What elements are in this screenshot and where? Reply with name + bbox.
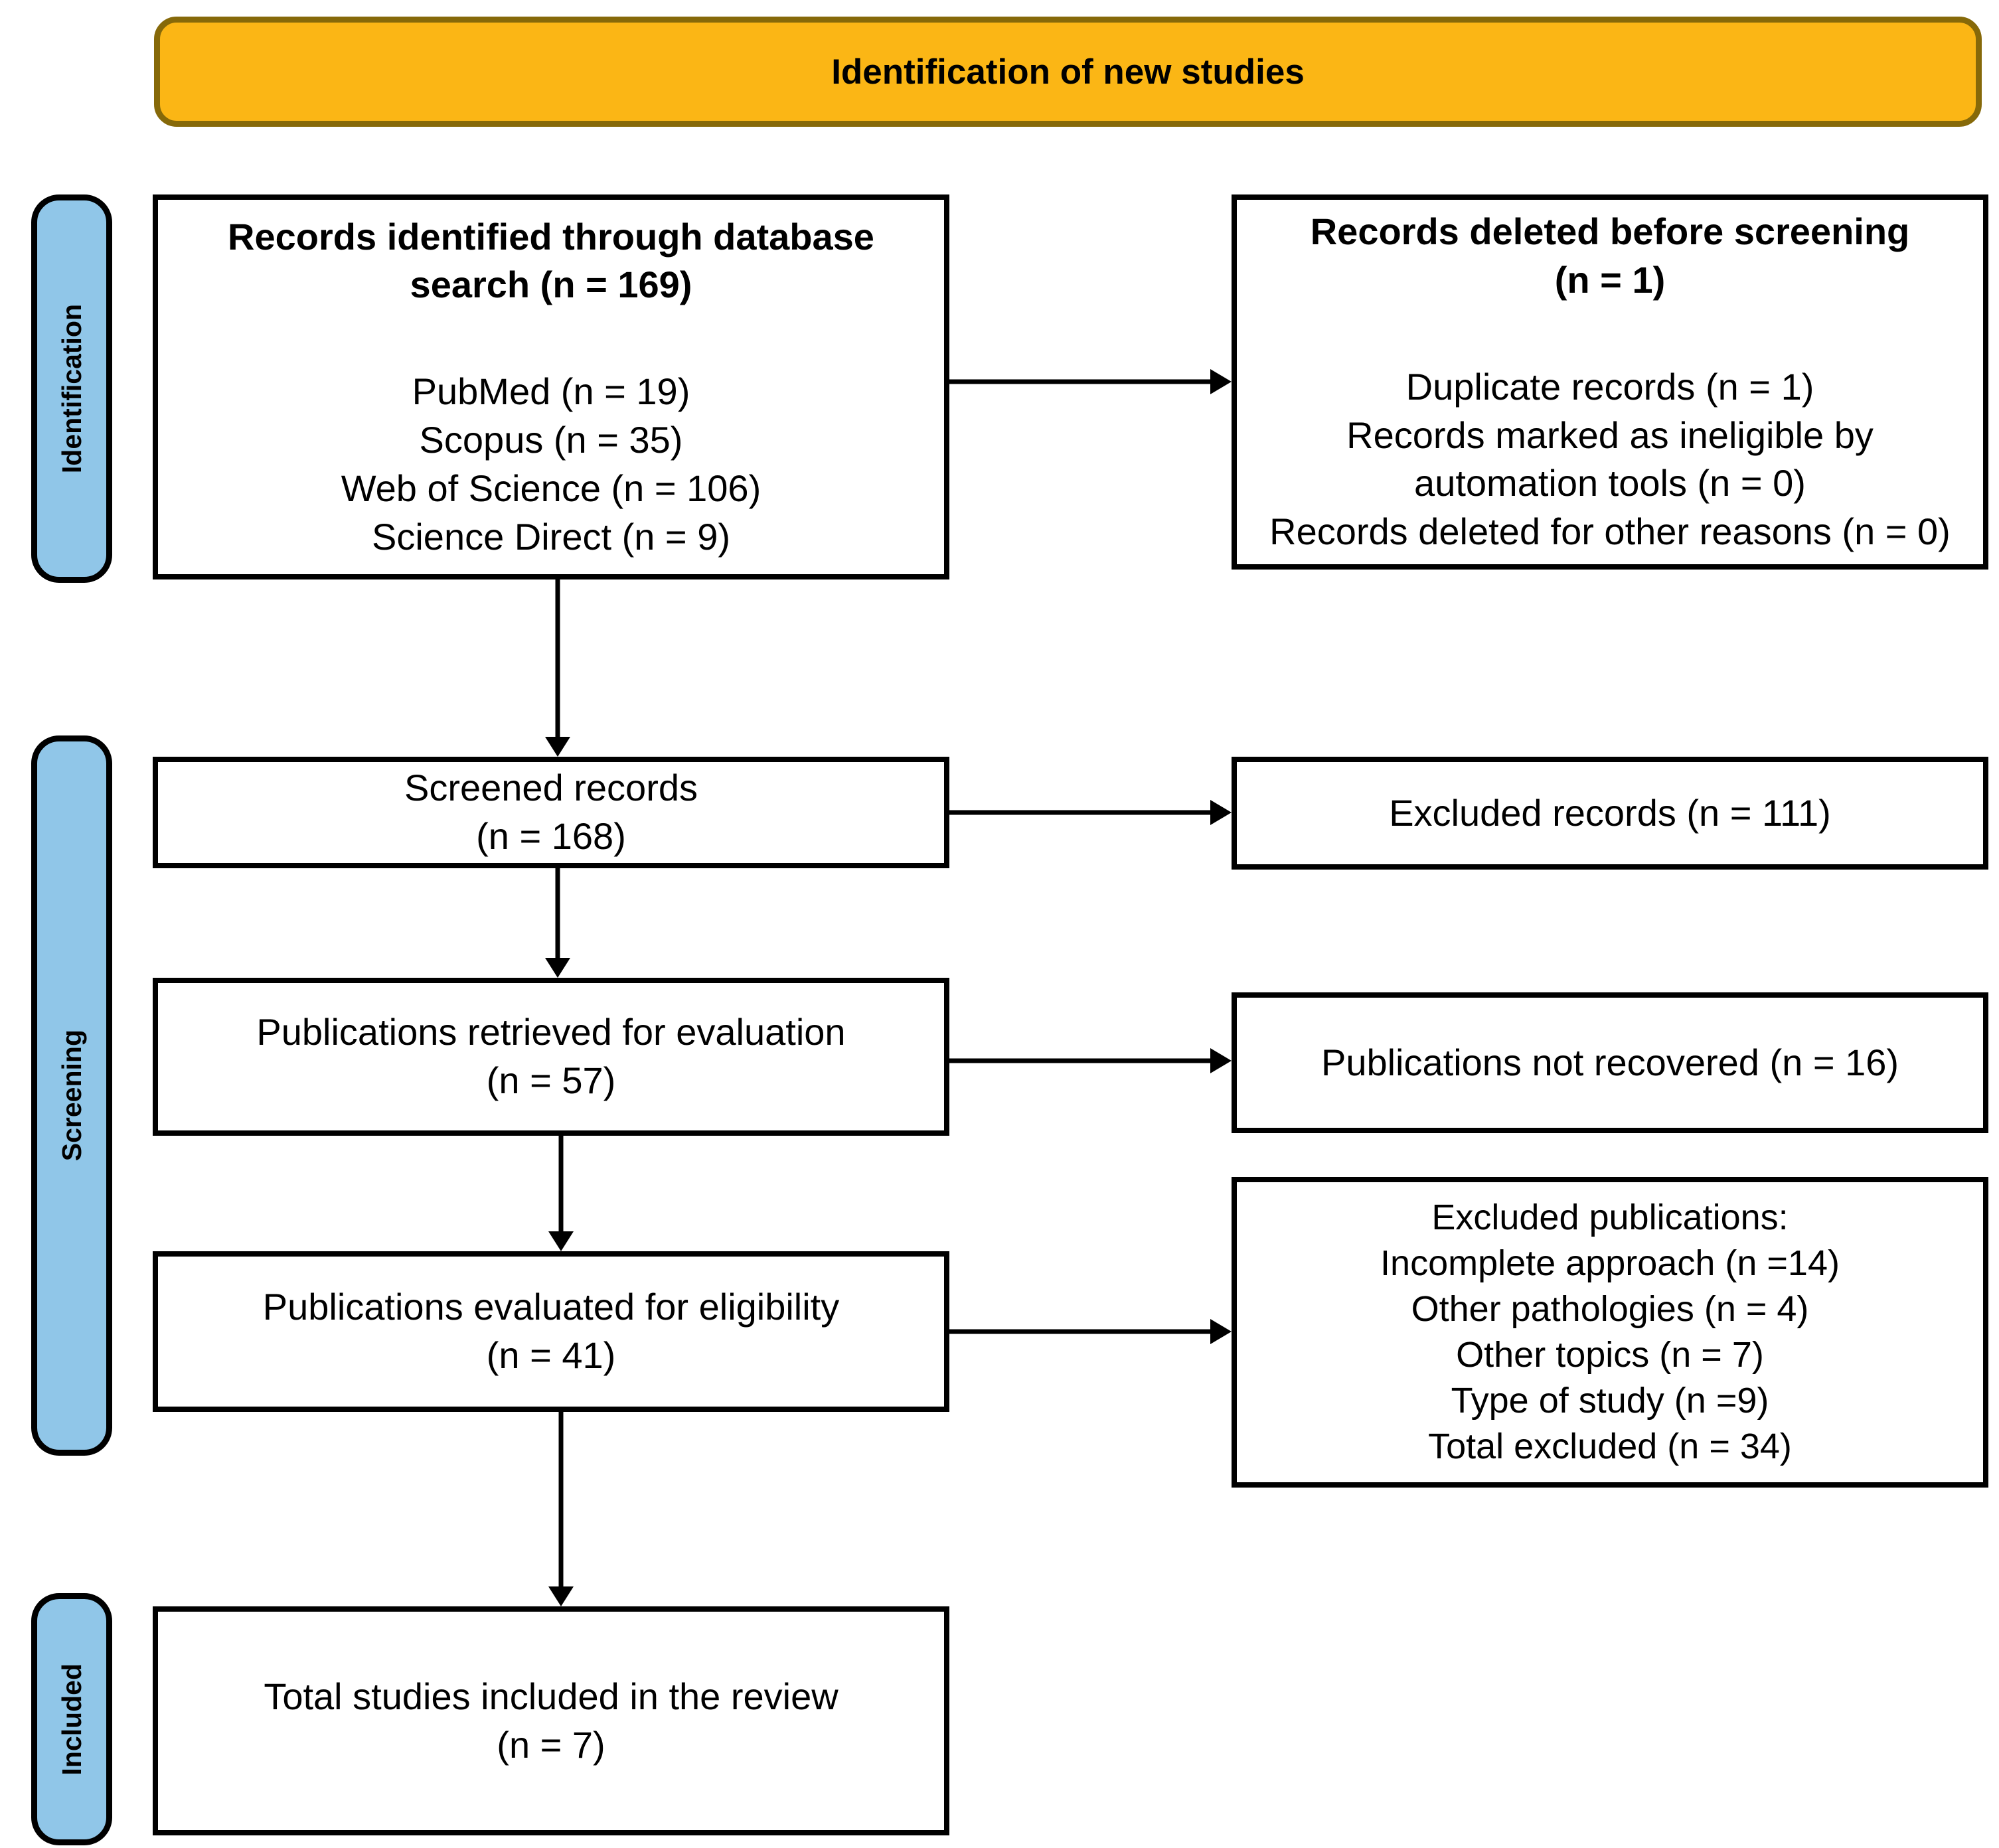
arrow-right-head xyxy=(1210,1319,1232,1344)
arrow-screened-to-excluded xyxy=(949,793,1232,832)
box-excluded-publications: Excluded publications: Incomplete approa… xyxy=(1232,1177,1988,1488)
box-excluded-publications-line: Type of study (n =9) xyxy=(1451,1381,1769,1421)
box-excluded-records: Excluded records (n = 111) xyxy=(1232,757,1988,870)
box-excluded-publications-line: Other topics (n = 7) xyxy=(1456,1335,1764,1375)
arrow-screened-to-retrieved xyxy=(538,868,578,978)
box-publications-evaluated-line: Publications evaluated for eligibility xyxy=(262,1286,840,1328)
box-publications-retrieved: Publications retrieved for evaluation (n… xyxy=(153,978,949,1136)
arrow-evaluated-to-included xyxy=(541,1412,581,1606)
box-records-deleted-title-line: Records deleted before screening xyxy=(1310,210,1910,253)
arrow-retrieved-to-not-recovered xyxy=(949,1041,1232,1081)
box-records-deleted-item: Records marked as ineligible by xyxy=(1346,414,1874,456)
arrow-down-head xyxy=(545,737,570,757)
arrow-down-head xyxy=(548,1231,574,1251)
box-excluded-publications-line: Incomplete approach (n =14) xyxy=(1380,1243,1840,1283)
box-excluded-publications-line: Excluded publications: xyxy=(1431,1197,1789,1237)
arrow-identified-to-deleted xyxy=(949,362,1232,402)
box-excluded-publications-line: Other pathologies (n = 4) xyxy=(1411,1288,1809,1329)
arrow-right-head xyxy=(1210,369,1232,394)
box-total-studies-included: Total studies included in the review (n … xyxy=(153,1606,949,1835)
arrow-shaft xyxy=(949,1329,1214,1334)
box-publications-evaluated-line: (n = 41) xyxy=(486,1334,616,1376)
arrow-shaft xyxy=(558,1136,564,1234)
banner-identification-of-new-studies: Identification of new studies xyxy=(154,17,1982,127)
box-records-deleted-item: Duplicate records (n = 1) xyxy=(1405,365,1814,408)
box-excluded-publications-line: Total excluded (n = 34) xyxy=(1428,1426,1792,1467)
arrow-evaluated-to-excluded-publications xyxy=(949,1312,1232,1351)
arrow-right-head xyxy=(1210,1048,1232,1073)
arrow-down-head xyxy=(548,1586,574,1606)
box-records-deleted-before-screening: Records deleted before screening (n = 1)… xyxy=(1232,194,1988,570)
arrow-shaft xyxy=(949,379,1214,384)
stage-label-screening-text: Screening xyxy=(56,1030,87,1162)
box-total-studies-included-line: (n = 7) xyxy=(497,1723,605,1766)
box-screened-records: Screened records (n = 168) xyxy=(153,757,949,868)
box-publications-retrieved-line: (n = 57) xyxy=(486,1059,616,1101)
box-screened-records-line: (n = 168) xyxy=(476,815,626,857)
box-total-studies-included-line: Total studies included in the review xyxy=(264,1675,839,1717)
box-records-identified-title-line: Records identified through database xyxy=(228,215,874,258)
arrow-identified-to-screened xyxy=(538,579,578,757)
arrow-down-head xyxy=(545,958,570,978)
arrow-shaft xyxy=(555,868,560,961)
box-publications-evaluated: Publications evaluated for eligibility (… xyxy=(153,1251,949,1412)
stage-label-screening: Screening xyxy=(31,735,112,1456)
box-excluded-records-line: Excluded records (n = 111) xyxy=(1389,791,1831,834)
stage-label-identification-text: Identification xyxy=(56,303,87,474)
stage-label-included-text: Included xyxy=(56,1663,87,1776)
box-publications-not-recovered-line: Publications not recovered (n = 16) xyxy=(1320,1041,1899,1083)
stage-label-included: Included xyxy=(31,1593,112,1845)
arrow-retrieved-to-evaluated xyxy=(541,1136,581,1251)
box-publications-not-recovered: Publications not recovered (n = 16) xyxy=(1232,992,1988,1133)
box-records-identified: Records identified through database sear… xyxy=(153,194,949,579)
box-records-identified-item: Scopus (n = 35) xyxy=(419,419,683,461)
arrow-shaft xyxy=(558,1412,564,1589)
arrow-shaft xyxy=(555,579,560,739)
box-records-identified-item: PubMed (n = 19) xyxy=(412,370,690,413)
box-records-identified-item: Science Direct (n = 9) xyxy=(372,515,730,558)
box-records-deleted-item: Records deleted for other reasons (n = 0… xyxy=(1269,510,1951,553)
stage-label-identification: Identification xyxy=(31,194,112,583)
box-records-identified-title-line: search (n = 169) xyxy=(410,264,692,306)
arrow-right-head xyxy=(1210,800,1232,825)
box-screened-records-line: Screened records xyxy=(404,767,698,809)
box-records-identified-item: Web of Science (n = 106) xyxy=(341,467,761,509)
box-records-deleted-title-line: (n = 1) xyxy=(1554,258,1666,301)
box-records-deleted-item: automation tools (n = 0) xyxy=(1414,462,1806,504)
box-publications-retrieved-line: Publications retrieved for evaluation xyxy=(256,1011,846,1053)
arrow-shaft xyxy=(949,810,1214,815)
arrow-shaft xyxy=(949,1058,1214,1063)
